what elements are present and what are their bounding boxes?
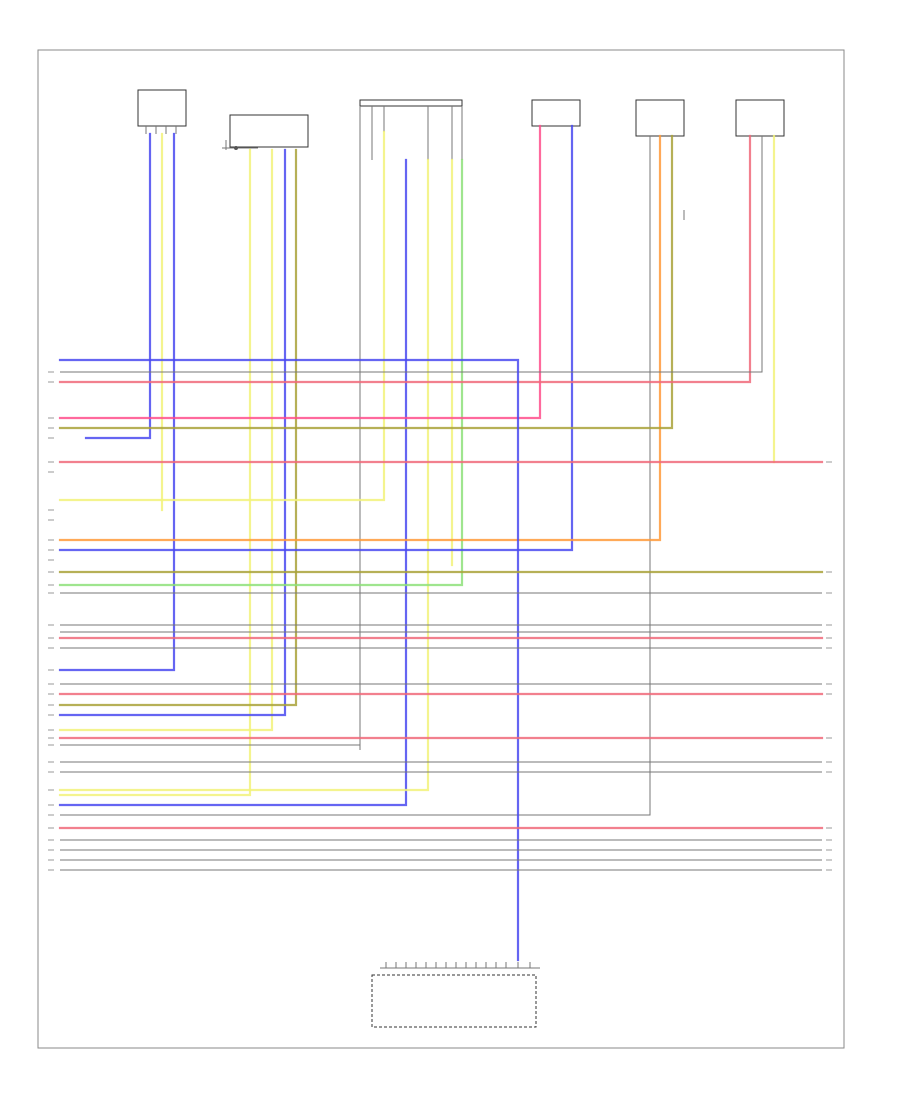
left-pin-ticks [48,371,54,871]
wire-yellow-5 [58,158,430,792]
component-box-icon [137,89,187,127]
component-box-icon [635,99,685,137]
wire-red-1 [58,134,752,384]
wire-yellow-3 [58,148,274,732]
wire-blue-1 [84,132,152,440]
component-box-icon [531,99,581,127]
wire-blue-3 [58,148,287,717]
component-5 [635,99,685,137]
wire-gray-4 [60,136,763,373]
component-box-icon [359,99,463,107]
component-box-icon [371,974,537,1028]
wire-olive-1 [58,148,298,707]
component-1 [137,89,187,134]
component-4 [531,99,581,127]
component-3 [359,99,463,750]
wire-yellow-4 [58,130,386,502]
bottom-module [371,962,540,1028]
wire-blue-5 [58,124,574,552]
wire-pink-1 [58,124,542,420]
wire-olive-2 [58,134,674,430]
wire-green-1 [58,158,464,587]
diagram-frame [37,49,845,1049]
wire-blue-6 [58,358,520,962]
component-box-icon [735,99,785,137]
ground-symbol-icon [234,146,238,150]
wire-blue-2 [58,132,176,672]
wire-orange-1 [58,134,662,542]
wire-gray-2 [60,136,651,816]
component-6 [735,99,785,137]
component-2 [222,114,309,150]
right-pin-ticks [826,461,832,871]
wire-yellow-2 [58,148,252,797]
component-box-icon [229,114,309,148]
connector-pin-icon [385,962,531,968]
wire-blue-4 [58,158,408,807]
